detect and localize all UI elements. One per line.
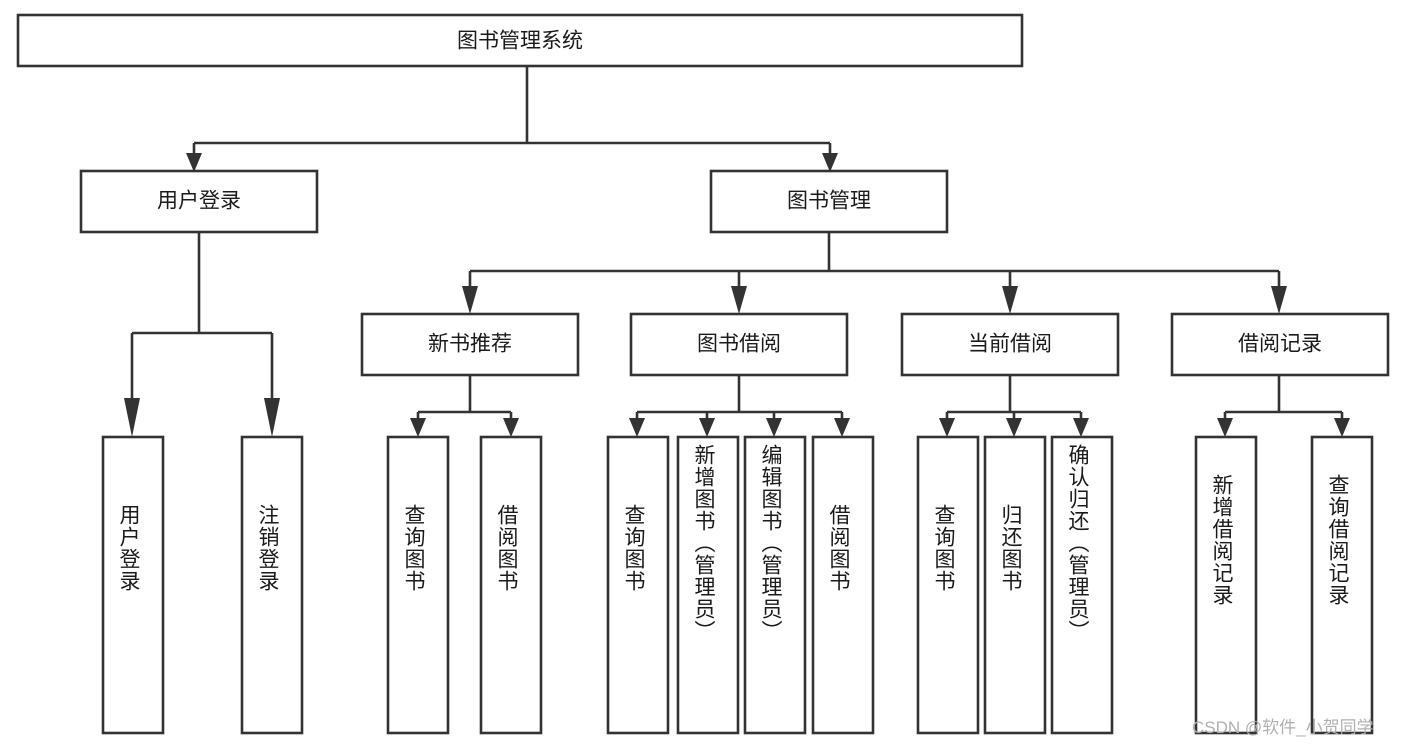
arrow-leaf-5 — [629, 418, 645, 437]
node-book-manage[interactable]: 图书管理 — [709, 169, 949, 234]
arrow-leaf-8 — [834, 418, 850, 437]
arrow-to-user-login — [186, 153, 202, 172]
node-new-book-recommend[interactable]: 新书推荐 — [360, 312, 580, 377]
leaf-box-8[interactable] — [811, 435, 875, 735]
leaf-box-10[interactable] — [983, 435, 1047, 735]
arrow-current — [1002, 286, 1018, 314]
arrow-leaf-9 — [939, 418, 955, 437]
arrow-leaf-7 — [766, 418, 782, 437]
leaf-box-12[interactable] — [1194, 435, 1258, 735]
node-book-manage-box[interactable] — [709, 169, 949, 234]
node-book-borrow[interactable]: 图书借阅 — [629, 312, 849, 377]
node-current-borrow[interactable]: 当前借阅 — [900, 312, 1120, 377]
node-root[interactable]: 图书管理系统 — [16, 13, 1024, 68]
leaf-box-7[interactable] — [743, 435, 807, 735]
node-current-borrow-box[interactable] — [900, 312, 1120, 377]
connectors — [124, 66, 1350, 437]
arrow-leaf-10 — [1006, 418, 1022, 437]
leaf-box-6[interactable] — [676, 435, 740, 735]
node-user-login-box[interactable] — [79, 169, 319, 234]
arrow-leaf-1 — [124, 398, 140, 437]
leaf-box-3[interactable] — [386, 435, 450, 735]
arrow-borrow — [731, 286, 747, 314]
leaf-box-9[interactable] — [916, 435, 980, 735]
leaf-box-1[interactable] — [101, 435, 165, 735]
leaf-boxes[interactable] — [101, 435, 1374, 735]
arrow-leaf-4 — [503, 418, 519, 437]
node-new-book-recommend-label: 新书推荐 — [428, 333, 512, 356]
leaf-box-4[interactable] — [479, 435, 543, 735]
csdn-watermark: CSDN @软件_小贺同学 — [1192, 718, 1374, 737]
node-root-label: 图书管理系统 — [457, 30, 583, 53]
arrow-to-book-manage — [822, 153, 838, 172]
arrow-record — [1271, 286, 1287, 314]
node-book-manage-label: 图书管理 — [787, 190, 871, 213]
arrow-leaf-3 — [410, 418, 426, 437]
node-new-book-recommend-box[interactable] — [360, 312, 580, 377]
leaf-box-5[interactable] — [606, 435, 670, 735]
node-user-login-label: 用户登录 — [157, 190, 241, 213]
arrow-new-book — [462, 286, 478, 314]
node-borrow-record[interactable]: 借阅记录 — [1170, 312, 1390, 377]
arrow-leaf-11 — [1073, 418, 1089, 437]
node-current-borrow-label: 当前借阅 — [968, 333, 1052, 356]
arrow-leaf-13 — [1334, 418, 1350, 437]
arrow-leaf-12 — [1217, 418, 1233, 437]
arrow-leaf-6 — [699, 418, 715, 437]
node-borrow-record-label: 借阅记录 — [1238, 333, 1322, 356]
node-root-box[interactable] — [16, 13, 1024, 68]
leaf-box-2[interactable] — [240, 435, 304, 735]
node-borrow-record-box[interactable] — [1170, 312, 1390, 377]
leaf-box-13[interactable] — [1310, 435, 1374, 735]
node-book-borrow-label: 图书借阅 — [697, 333, 781, 356]
arrow-leaf-2 — [264, 398, 280, 437]
node-user-login[interactable]: 用户登录 — [79, 169, 319, 234]
leaf-box-11[interactable] — [1050, 435, 1114, 735]
node-book-borrow-box[interactable] — [629, 312, 849, 377]
